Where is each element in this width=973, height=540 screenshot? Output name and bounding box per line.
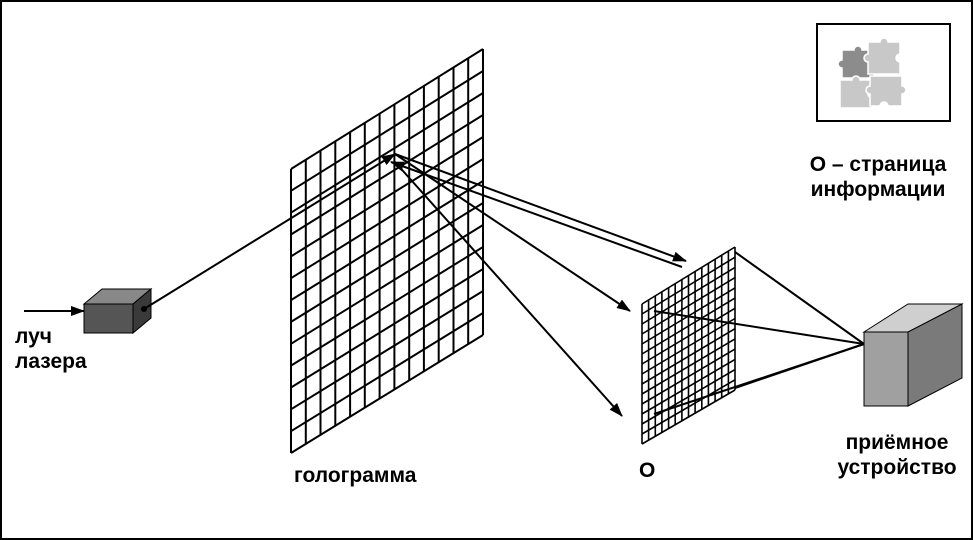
grid-line (290, 224, 484, 345)
receiver-front (863, 331, 909, 407)
hologram-label: голограмма (294, 464, 417, 487)
puzzle-pieces-icon (837, 37, 907, 109)
puzzle-piece (863, 37, 901, 75)
grid-line (290, 114, 484, 236)
laser-source-icon (82, 287, 153, 335)
grid-line (641, 389, 736, 445)
beam-page-to-hologram (390, 161, 683, 268)
grid-line (290, 312, 484, 433)
info-page-inset (816, 23, 951, 122)
receiver-beams (653, 251, 865, 415)
info-page-label: O – страница информации (794, 152, 962, 202)
grid-line (290, 48, 484, 170)
puzzle-piece (865, 75, 907, 107)
hologram-grid (290, 48, 484, 454)
grid-line (641, 328, 736, 385)
receiver-label-line2: устройство (837, 456, 957, 479)
laser-box-front (83, 303, 134, 334)
grid-line (290, 246, 484, 367)
beam-hologram-to-page-mid (394, 153, 631, 312)
info-page-label-line2: информации (810, 178, 946, 201)
grid-line (641, 368, 736, 425)
object-page-label: O (639, 459, 656, 482)
grid-line (641, 348, 736, 405)
grid-line (290, 92, 484, 214)
laser-label-line1: луч (15, 325, 52, 348)
info-page-label-line1: O – страница (809, 153, 947, 176)
receiver-label: приёмное устройство (824, 430, 970, 480)
laser-beam-label: луч лазера (15, 324, 87, 374)
grid-line (641, 317, 736, 375)
grid-line (641, 379, 736, 435)
receiver-device-icon (862, 303, 964, 407)
grid-line (290, 268, 484, 389)
grid-line (641, 338, 736, 395)
grid-line (290, 202, 484, 323)
laser-label-line2: лазера (15, 350, 87, 373)
grid-line (641, 358, 736, 415)
grid-line (290, 334, 484, 454)
beam-to-hologram (143, 153, 396, 310)
beam-hologram-to-page-top (394, 153, 687, 262)
receiver-label-line1: приёмное (845, 431, 949, 454)
beam-hologram-to-page-bottom (394, 161, 623, 417)
object-page-grid (641, 246, 736, 445)
grid-line (290, 136, 484, 258)
grid-line (290, 290, 484, 411)
grid-line (290, 158, 484, 280)
grid-line (290, 180, 484, 301)
grid-line (290, 70, 484, 192)
